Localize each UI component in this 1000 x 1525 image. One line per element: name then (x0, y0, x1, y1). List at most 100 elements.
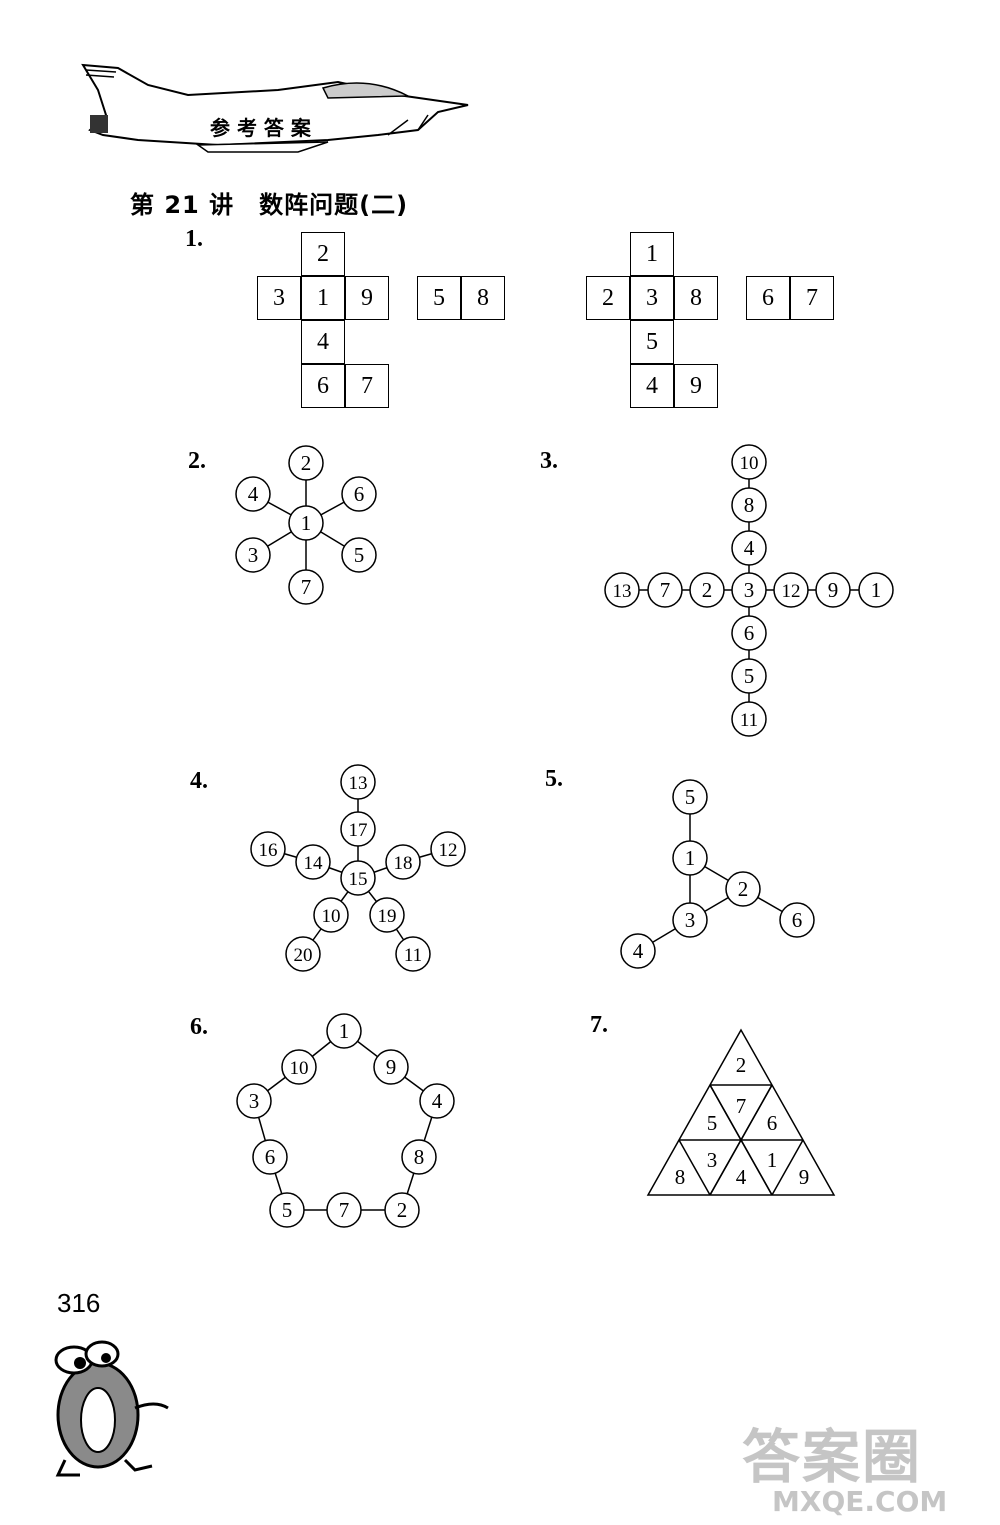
q7-cell-r1-c0: 5 (707, 1111, 718, 1135)
q4-inner-node-4-value: 14 (304, 853, 324, 874)
net-b-pair-cell-2: 7 (790, 276, 834, 320)
q3-vertical-node-1-value: 8 (744, 493, 755, 517)
q6-ring-node-4-value: 2 (397, 1198, 408, 1222)
q2-outer-node-0-value: 2 (301, 451, 312, 475)
q4-outer-node-4: 16 (250, 831, 286, 867)
q6-ring-node-8-circle (236, 1083, 272, 1119)
q5-tail-node-2-circle (620, 933, 656, 969)
q4-inner-node-2-circle (369, 897, 405, 933)
q4-inner-node-0-value: 17 (349, 820, 368, 841)
q4-inner-node-2-value: 19 (378, 906, 397, 927)
q3-vertical-node-1: 8 (731, 487, 767, 523)
q3-horizontal-node-1: 7 (647, 572, 683, 608)
q4-inner-node-1-circle (385, 844, 421, 880)
q2-outer-node-3-value: 7 (301, 575, 312, 599)
q7-grid-line-5 (771, 1139, 804, 1196)
q4-outer-node-0-value: 13 (349, 773, 368, 794)
q4-inner-node-1: 18 (385, 844, 421, 880)
q5-triangle-node-0-circle (672, 840, 708, 876)
q6-ring-node-6: 5 (269, 1192, 305, 1228)
q3-horizontal-node-3-value: 3 (744, 578, 755, 602)
q6-ring-node-6-value: 5 (282, 1198, 293, 1222)
q3-horizontal-node-0: 13 (604, 572, 640, 608)
q4-outer-node-4-circle (250, 831, 286, 867)
q5-tail-node-0-circle (672, 779, 708, 815)
q3-horizontal-node-2: 2 (689, 572, 725, 608)
answer-key-label: 参 考 答 案 (210, 116, 311, 140)
q7-grid-line-3 (678, 1139, 711, 1196)
q4-inner-node-3-circle (313, 897, 349, 933)
q3-horizontal-node-0-circle (604, 572, 640, 608)
q6-ring-node-8: 3 (236, 1083, 272, 1119)
q7-cell-r1-c1: 7 (736, 1094, 747, 1118)
q3-vertical-node-0: 10 (731, 444, 767, 480)
q5-triangle-node-0: 1 (672, 840, 708, 876)
net-b-cell-bottom-left: 4 (630, 364, 674, 408)
q6-ring-node-9-circle (281, 1049, 317, 1085)
q5-tail-node-2-value: 4 (633, 939, 644, 963)
q2-outer-node-2-value: 5 (354, 543, 365, 567)
q2-outer-node-2: 5 (341, 537, 377, 573)
q5-tail-node-1: 6 (779, 902, 815, 938)
net-b-cell-bottom-right: 9 (674, 364, 718, 408)
q3-vertical-node-4: 6 (731, 615, 767, 651)
q3-horizontal-node-4-value: 12 (782, 581, 801, 602)
q3-horizontal-node-6-value: 1 (871, 578, 882, 602)
q5-triangle-node-1-circle (725, 871, 761, 907)
q2-center-node: 1 (288, 505, 324, 541)
q7-cell-r2-c2: 4 (736, 1165, 747, 1189)
q6-ring-node-2-circle (419, 1083, 455, 1119)
q6-ring-node-7-value: 6 (265, 1145, 276, 1169)
q7-cell-r1-c2: 6 (767, 1111, 778, 1135)
q3-horizontal-node-1-value: 7 (660, 578, 671, 602)
q5-tail-node-1-circle (779, 902, 815, 938)
q6-ring-node-5-value: 7 (339, 1198, 350, 1222)
q2-outer-node-4-value: 3 (248, 543, 259, 567)
q5-triangle-node-1: 2 (725, 871, 761, 907)
q3-vertical-node-4-circle (731, 615, 767, 651)
q3-horizontal-node-3: 3 (731, 572, 767, 608)
q3-vertical-node-1-circle (731, 487, 767, 523)
q5-triangle-node-2-circle (672, 902, 708, 938)
q2-outer-node-0: 2 (288, 445, 324, 481)
q6-ring-node-1: 9 (373, 1049, 409, 1085)
net-a-cell-left: 3 (257, 276, 301, 320)
q3-vertical-node-6-circle (731, 701, 767, 737)
q5-tail-node-2: 4 (620, 933, 656, 969)
q3-vertical-node-5-value: 5 (744, 664, 755, 688)
q6-ring-node-7: 6 (252, 1139, 288, 1175)
q3-vertical-node-2-circle (731, 530, 767, 566)
q5-triangle-node-2-value: 3 (685, 908, 696, 932)
q7-cell-r2-c1: 3 (707, 1148, 718, 1172)
q6-ring-node-3-circle (401, 1139, 437, 1175)
q4-center-node-circle (340, 860, 376, 896)
q6-ring-node-5: 7 (326, 1192, 362, 1228)
q7-cell-r2-c4: 9 (799, 1165, 810, 1189)
net-a-cell-bottom-left: 6 (301, 364, 345, 408)
q3-horizontal-node-5: 9 (815, 572, 851, 608)
q4-outer-node-3-circle (285, 936, 321, 972)
q6-ring-node-1-circle (373, 1049, 409, 1085)
q2-outer-node-5-circle (235, 476, 271, 512)
q4-outer-node-1: 12 (430, 831, 466, 867)
q7-cell-r0-c0: 2 (736, 1053, 747, 1077)
q2-outer-node-5-value: 4 (248, 482, 259, 506)
q4-inner-node-3-value: 10 (322, 906, 341, 927)
q6-ring-node-4-circle (384, 1192, 420, 1228)
question-3-label: 3. (540, 448, 558, 474)
q3-vertical-node-0-value: 10 (740, 453, 759, 474)
zero-mascot-illustration (54, 1340, 169, 1477)
question-6-label: 6. (190, 1014, 208, 1040)
q6-ring-node-2: 4 (419, 1083, 455, 1119)
q3-horizontal-node-6-circle (858, 572, 894, 608)
q4-outer-node-2-circle (395, 936, 431, 972)
q4-inner-node-3: 10 (313, 897, 349, 933)
q5-triangle-node-2: 3 (672, 902, 708, 938)
q4-center-node: 15 (340, 860, 376, 896)
q2-outer-node-1-value: 6 (354, 482, 365, 506)
q7-cell-r2-c0: 8 (675, 1165, 686, 1189)
q6-ring-node-0-circle (326, 1013, 362, 1049)
q3-horizontal-node-2-value: 2 (702, 578, 713, 602)
q6-ring-node-8-value: 3 (249, 1089, 260, 1113)
